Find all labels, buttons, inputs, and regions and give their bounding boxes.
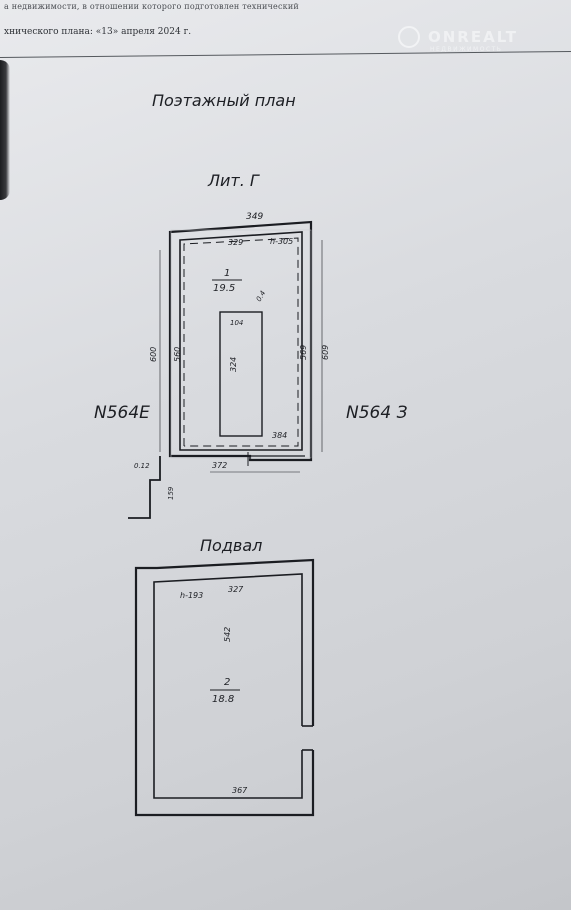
dim-offset: 0.12	[134, 462, 150, 470]
header-text-line-1: а недвижимости, в отношении которого под…	[4, 2, 299, 11]
basement-dim-top: 327	[228, 585, 244, 594]
room-2-area: 18.8	[212, 694, 234, 705]
inspection-pit	[219, 311, 263, 437]
lit-g-dashed-contour	[183, 237, 299, 447]
watermark-tagline: НЕДВИЖИМОСТЬ	[430, 46, 503, 53]
dim-diagonal: 0.4	[255, 289, 267, 303]
basement-inner-wall	[153, 573, 303, 799]
watermark-ring-icon	[398, 26, 420, 48]
lit-g-inner-wall	[179, 231, 303, 451]
right-neighbor-label: N564 З	[346, 403, 408, 423]
pit-length: 324	[229, 357, 238, 372]
dim-bottom-inner: 384	[272, 431, 287, 440]
basement-outer-wall	[134, 558, 315, 817]
room-2-number: 2	[224, 677, 230, 688]
room-1-number: 1	[224, 268, 230, 279]
dim-right-inner: 569	[299, 345, 308, 360]
plan-title: Поэтажный план	[152, 91, 296, 110]
lit-g-outer-wall	[168, 220, 313, 462]
dim-top-inner: 329	[228, 238, 243, 247]
lit-g-step	[128, 456, 161, 519]
lit-g-building	[128, 220, 323, 519]
lit-g-label: Лит. Г	[207, 171, 260, 190]
basement-dim-left: 542	[223, 627, 232, 642]
room-1-area: 19.5	[213, 283, 235, 294]
dim-right-outer: 609	[321, 345, 330, 360]
dim-bottom-outer: 372	[212, 461, 227, 470]
dim-top-outer: 349	[246, 212, 263, 222]
header-text-line-2: хнического плана: «13» апреля 2024 г.	[4, 27, 192, 37]
basement-dim-bottom: 367	[232, 786, 248, 795]
basement-building	[134, 558, 315, 817]
height-mark-lit-g: h-305	[270, 237, 293, 246]
basement-height-mark: h-193	[180, 591, 203, 600]
watermark-brand: ONREALT	[428, 28, 519, 46]
photo-dark-edge	[0, 60, 10, 200]
pit-width: 104	[230, 319, 243, 327]
dim-left-inner: 560	[173, 347, 182, 362]
document-header: а недвижимости, в отношении которого под…	[0, 0, 571, 60]
left-neighbor-label: N564Е	[94, 403, 150, 423]
lit-g-wall-fill	[170, 229, 312, 459]
dim-step: 159	[167, 486, 175, 500]
dim-left-outer: 600	[149, 347, 158, 362]
basement-label: Подвал	[200, 536, 262, 555]
